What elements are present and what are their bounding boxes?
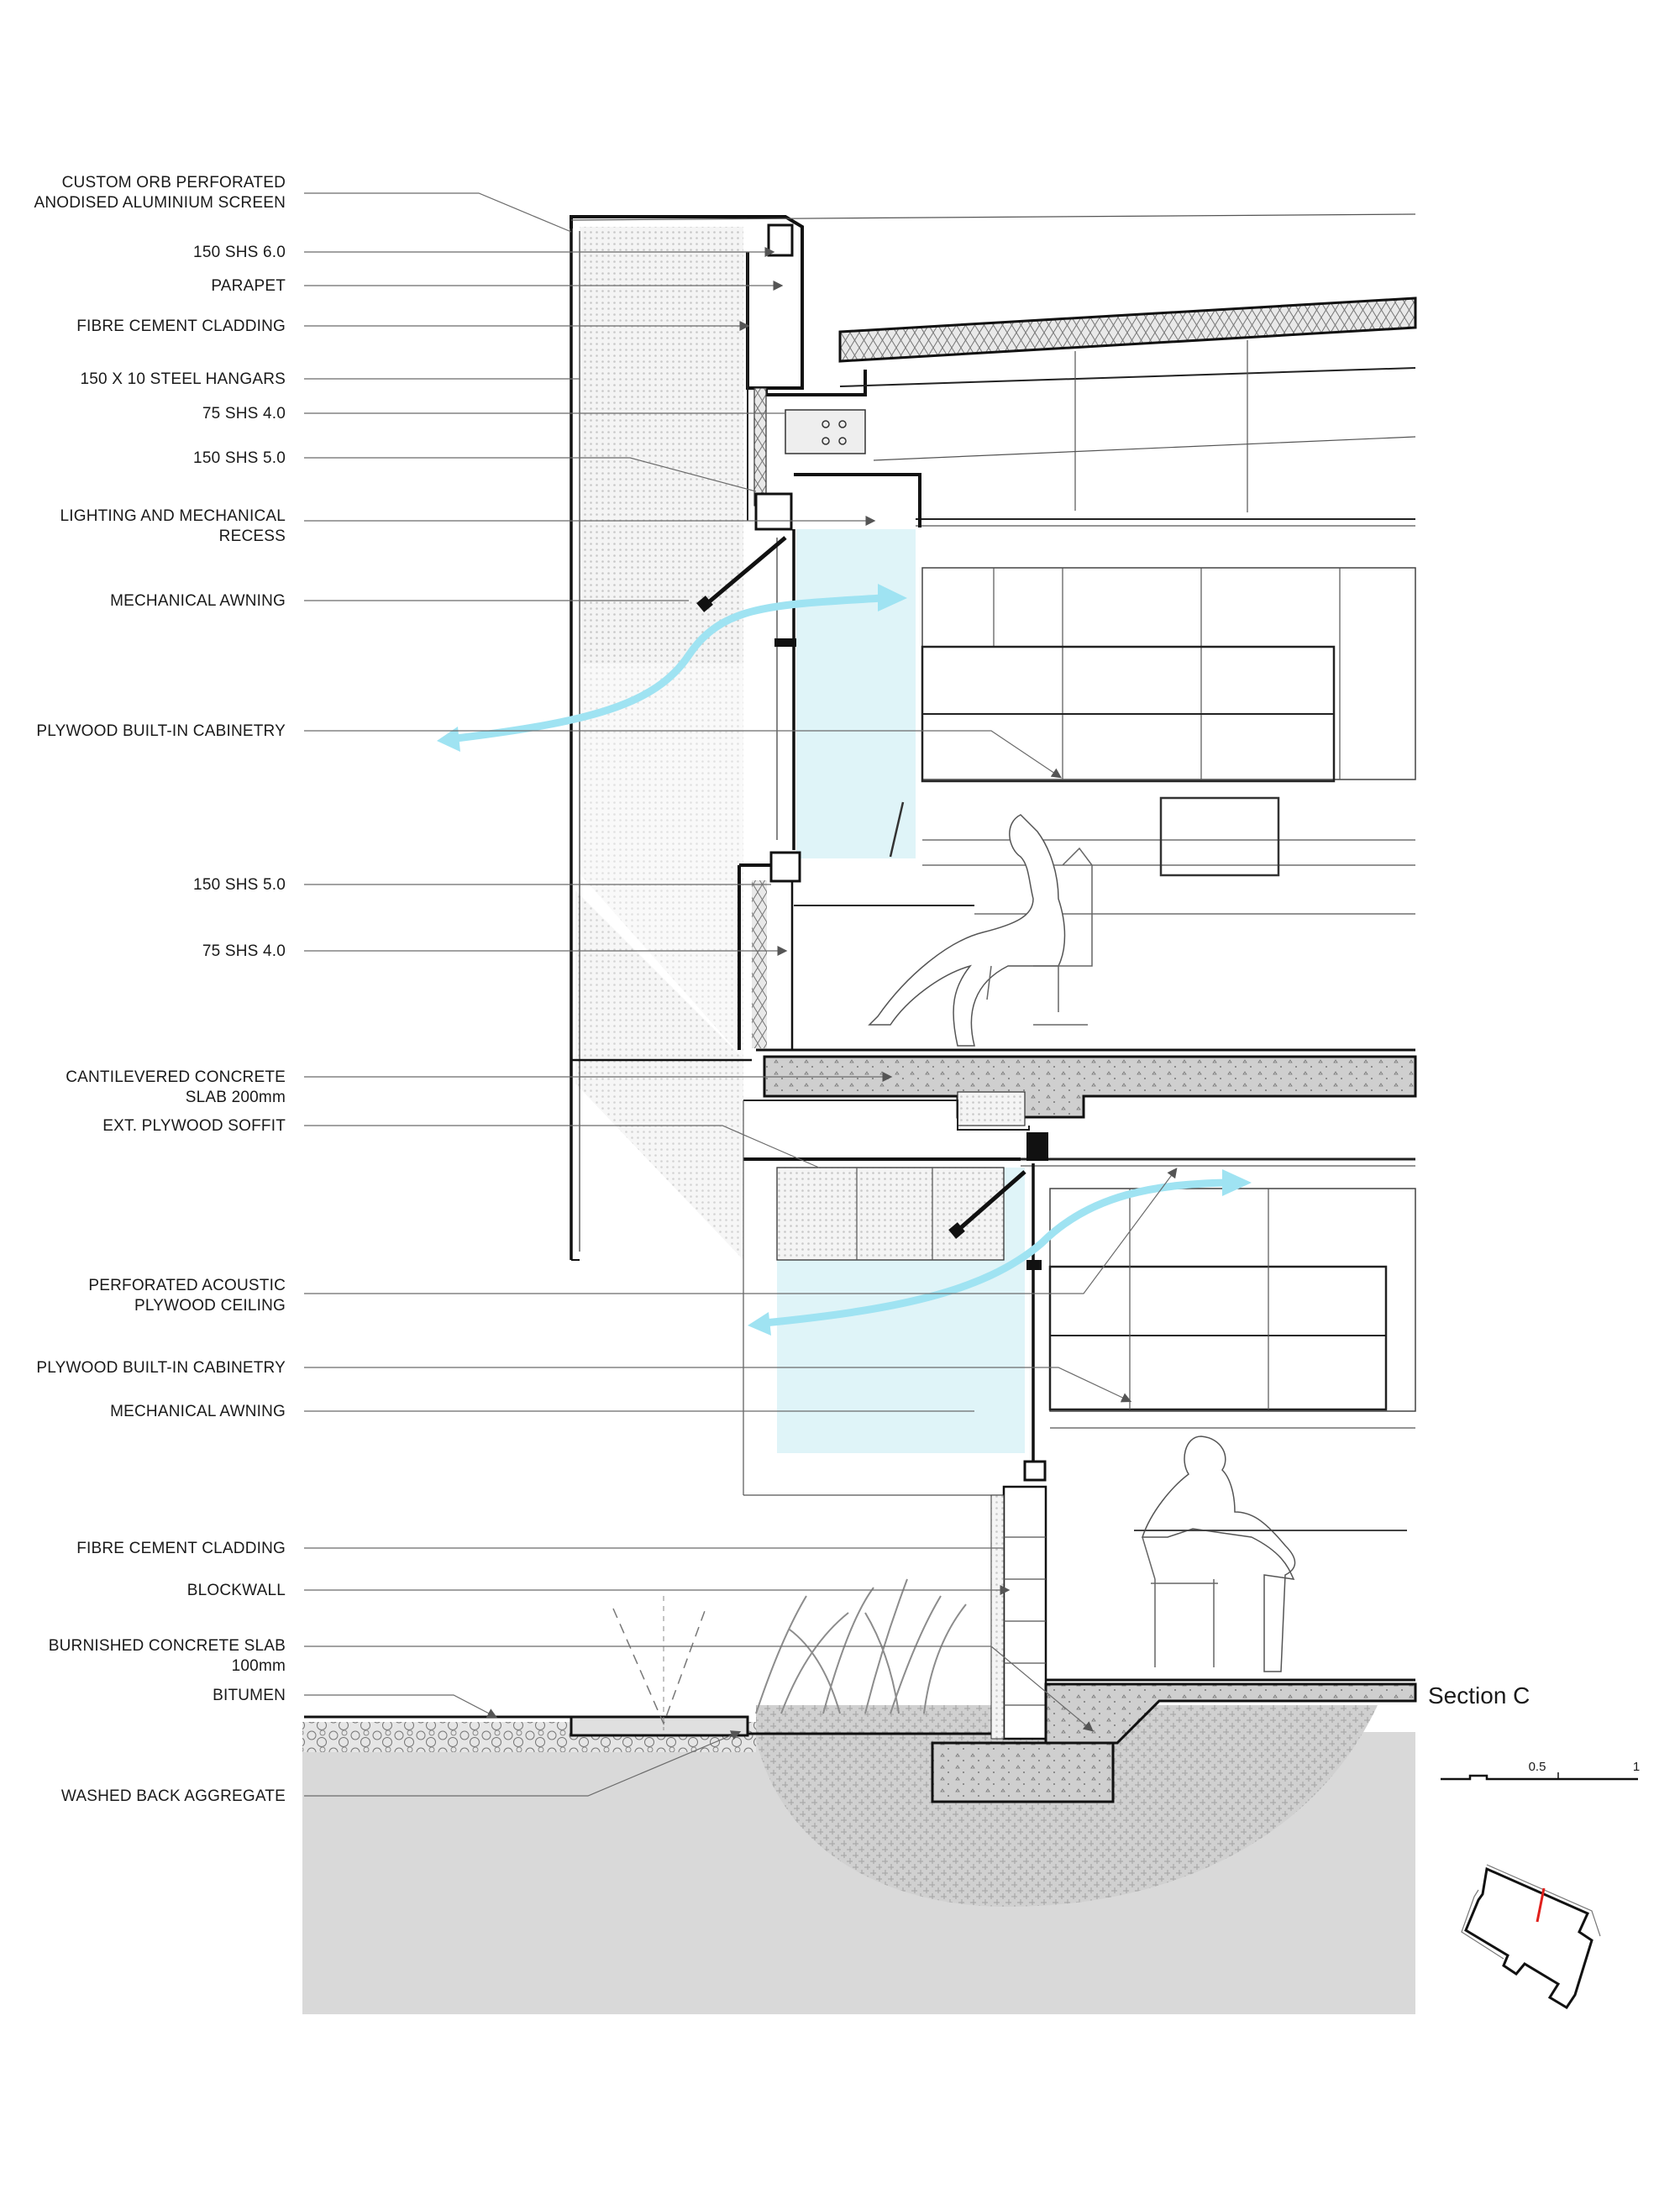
callout-150-shs-6: 150 SHS 6.0 (193, 244, 286, 261)
callout-plywood-cabinetry-lower: PLYWOOD BUILT-IN CABINETRY (36, 1359, 286, 1377)
cantilevered-slab (763, 1055, 1417, 1119)
parapet-insulation (753, 387, 767, 507)
perforated-screen (580, 227, 743, 664)
desk-screen (889, 801, 905, 858)
lower-window-head (1026, 1260, 1042, 1270)
callout-ext-plywood-soffit: EXT. PLYWOOD SOFFIT (102, 1117, 286, 1135)
blockwall (1002, 1485, 1047, 1740)
seated-man (1141, 1436, 1296, 1672)
callout-75-shs-mid: 75 SHS 4.0 (202, 942, 286, 960)
lower-airflow-head (1222, 1169, 1252, 1196)
lower-airflow-arrow (764, 1178, 1227, 1327)
leader-21 (304, 1694, 498, 1719)
key-plan-cut-line (1536, 1887, 1546, 1923)
upper-cabinetry (921, 567, 1416, 780)
key-plan-outline (1461, 1864, 1601, 1960)
scale-bar-mid-label: 0.5 (1529, 1760, 1546, 1774)
awning-tip (696, 596, 713, 612)
blockwall-insulation (990, 1494, 1005, 1740)
roof-purlin (839, 367, 1416, 387)
lower-chair (1142, 1536, 1218, 1667)
gutter (764, 370, 867, 396)
bolt-d (838, 437, 847, 445)
upper-airflow-tail (437, 727, 460, 752)
lower-mechanical-awning (956, 1170, 1026, 1232)
spandrel-insulation (752, 880, 767, 1048)
callout-mechanical-awning-lower: MECHANICAL AWNING (110, 1403, 286, 1420)
leader-14 (304, 1125, 820, 1168)
wall-frame (1159, 796, 1280, 877)
upper-airflow-head (878, 584, 907, 611)
callout-parapet: PARAPET (211, 277, 286, 295)
callout-steel-hangars: 150 X 10 STEEL HANGARS (81, 370, 286, 388)
callout-blockwall: BLOCKWALL (187, 1582, 286, 1599)
screen-shadow (580, 664, 743, 1058)
roof-rafter (873, 436, 1416, 461)
recess-box (794, 473, 921, 528)
ext-plywood-soffit (743, 1100, 1030, 1131)
callout-bitumen: BITUMEN (213, 1687, 286, 1704)
callout-75-shs-upper: 75 SHS 4.0 (202, 405, 286, 423)
bolt-b (838, 420, 847, 428)
bolt-a (822, 420, 830, 428)
bitumen-step (570, 1715, 749, 1737)
bolt-c (822, 437, 830, 445)
lower-cab-shelf (1048, 1265, 1388, 1411)
footing (931, 1741, 1115, 1803)
slab-soffit-insulation (957, 1091, 1026, 1126)
drain-cone (612, 1608, 706, 1726)
leader-10 (304, 730, 1062, 779)
office-chair (986, 847, 1093, 1026)
scale-bar (1441, 1774, 1638, 1781)
lower-airflow-tail (748, 1312, 771, 1336)
upper-sill-shs (769, 851, 801, 883)
parapet-cap-line (570, 213, 1416, 221)
callout-fibre-cement-upper: FIBRE CEMENT CLADDING (76, 318, 286, 335)
leader-15 (304, 1168, 1178, 1294)
callout-plywood-cabinetry-upper: PLYWOOD BUILT-IN CABINETRY (36, 722, 286, 740)
roof-insulation (838, 297, 1417, 363)
compacted-fill (756, 1705, 1378, 1907)
callout-150-shs-5-mid: 150 SHS 5.0 (193, 876, 286, 894)
callout-mechanical-awning-upper: MECHANICAL AWNING (110, 592, 286, 610)
shs-150-5-0-upper (754, 492, 793, 531)
screen-light-band (575, 890, 743, 1260)
leader-1 (304, 192, 572, 233)
upper-glazing (796, 529, 916, 858)
callout-150-shs-5-upper: 150 SHS 5.0 (193, 449, 286, 467)
leader-16 (304, 1367, 1132, 1403)
upper-spandrel (738, 863, 771, 1050)
scale-bar-end-label: 1 (1633, 1760, 1640, 1774)
lower-cabinetry (1049, 1188, 1416, 1412)
leader-20 (304, 1646, 1094, 1732)
window-transom (774, 638, 796, 647)
steel-hangar-plate (785, 409, 866, 454)
shs-150-6-0-member (767, 223, 794, 257)
lower-shs (1026, 1132, 1048, 1161)
callout-fibre-cement-lower: FIBRE CEMENT CLADDING (76, 1540, 286, 1557)
callout-washed-aggregate: WASHED BACK AGGREGATE (61, 1787, 286, 1805)
section-title: Section C (1428, 1682, 1530, 1708)
lower-sill (1023, 1460, 1047, 1482)
upper-airflow-arrow (449, 594, 883, 743)
lower-awning-tip (948, 1222, 965, 1239)
key-plan (1464, 1866, 1593, 2010)
leader-7 (304, 457, 757, 492)
leader-22 (304, 1730, 742, 1797)
seated-woman (868, 814, 1066, 1047)
upper-mechanical-awning (704, 536, 787, 606)
lower-louvre (776, 1167, 1005, 1261)
